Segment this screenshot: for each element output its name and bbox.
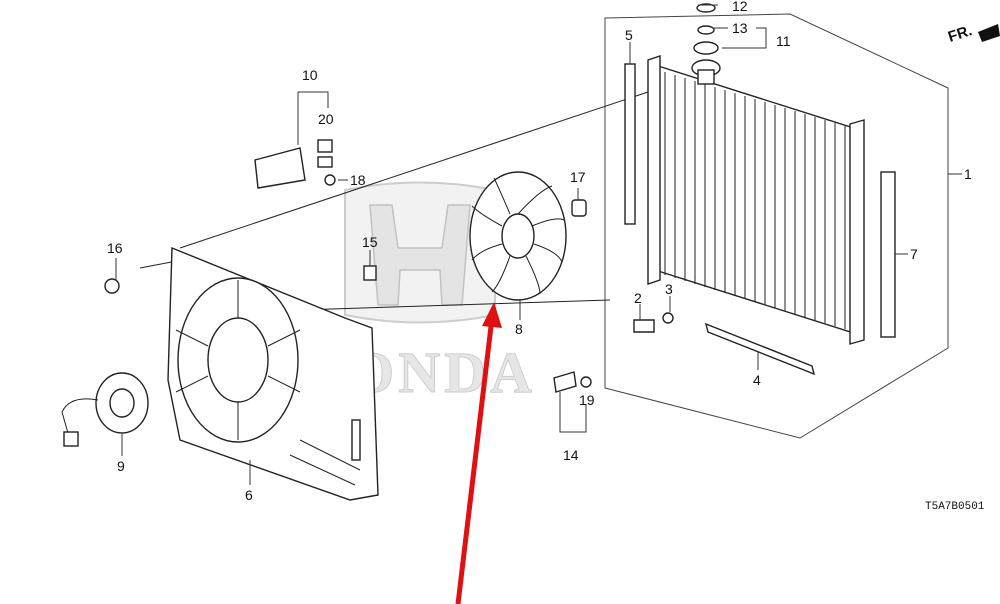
callout-13: 13 xyxy=(732,20,748,36)
o-ring-3 xyxy=(662,312,674,324)
front-direction-indicator: FR. xyxy=(946,22,1000,46)
callout-12: 12 xyxy=(732,0,748,14)
callout-8: 8 xyxy=(515,321,523,337)
callout-4: 4 xyxy=(753,372,761,388)
bolt-15 xyxy=(363,265,377,281)
callout-14: 14 xyxy=(563,447,579,463)
seal-5 xyxy=(624,63,636,225)
sensor-14 xyxy=(553,371,577,393)
fan-motor-9 xyxy=(61,372,149,447)
alignment-line-mid xyxy=(299,299,611,311)
callout-labels: 1 2 3 4 5 6 7 8 9 10 11 12 13 14 15 16 1… xyxy=(107,0,972,503)
seal-7 xyxy=(880,171,896,338)
callout-1: 1 xyxy=(964,166,972,182)
radiator-assembly-outline xyxy=(604,13,949,439)
callout-18: 18 xyxy=(350,172,366,188)
callout-19: 19 xyxy=(579,392,595,408)
leader-lines xyxy=(115,4,962,485)
bolt-16 xyxy=(104,278,120,294)
fan-blade-8 xyxy=(469,171,567,301)
callout-2: 2 xyxy=(634,290,642,306)
fan-shroud-6 xyxy=(167,246,379,501)
direction-label: FR. xyxy=(946,22,974,46)
callout-16: 16 xyxy=(107,240,123,256)
callout-10: 10 xyxy=(302,67,318,83)
radiator xyxy=(647,55,865,345)
callout-7: 7 xyxy=(910,246,918,262)
callout-3: 3 xyxy=(665,281,673,297)
cap-12 xyxy=(696,3,716,13)
seal-13 xyxy=(697,25,715,35)
callout-6: 6 xyxy=(245,487,253,503)
front-arrow-icon xyxy=(978,24,1000,42)
drain-plug-2 xyxy=(633,319,655,333)
callout-20: 20 xyxy=(318,111,334,127)
seal-4 xyxy=(704,322,816,376)
nut-17 xyxy=(571,199,587,217)
callout-9: 9 xyxy=(117,458,125,474)
callout-11: 11 xyxy=(776,33,791,49)
o-ring-19 xyxy=(580,376,592,388)
diagram-code: T5A7B0501 xyxy=(925,501,985,513)
alignment-line-top xyxy=(179,87,661,249)
cap-11 xyxy=(693,41,719,55)
callout-15: 15 xyxy=(362,234,378,250)
bracket-10 xyxy=(254,139,336,189)
red-pointer-arrow xyxy=(455,302,502,604)
callout-17: 17 xyxy=(570,169,586,185)
callout-5: 5 xyxy=(625,27,633,43)
